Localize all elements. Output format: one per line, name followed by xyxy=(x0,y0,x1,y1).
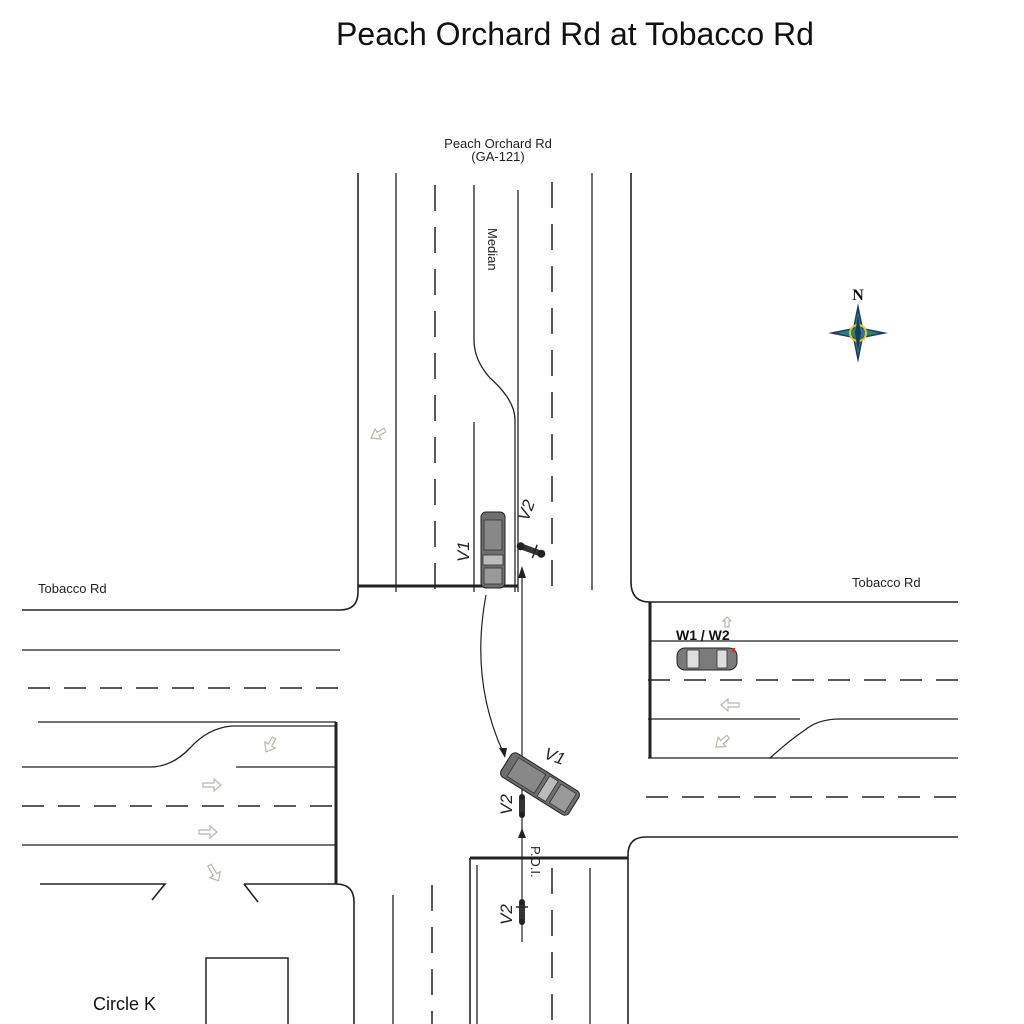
right-arrow-icon xyxy=(198,824,218,840)
left-arrow-icon xyxy=(720,697,740,713)
business-label: Circle K xyxy=(93,994,156,1014)
south-approach-lines xyxy=(392,855,629,1024)
witness-label: W1 / W2 xyxy=(676,627,730,643)
v2-motorcycle-before xyxy=(516,542,546,559)
compass-north-label: N xyxy=(852,287,864,304)
left-turn-arrow-icon xyxy=(370,427,387,440)
v2-motorcycle-after xyxy=(519,794,525,818)
v2-approach-label: V2 xyxy=(497,904,516,925)
west-approach-lines xyxy=(22,649,355,1024)
v2-path-arrowhead xyxy=(518,566,526,578)
left-turn-arrow-icon xyxy=(264,736,277,753)
compass-rose-icon xyxy=(828,303,888,363)
v1-vehicle-after xyxy=(500,752,580,816)
v1-path-line xyxy=(480,594,504,753)
left-arrow-icon xyxy=(721,616,733,628)
road-east-label: Tobacco Rd xyxy=(852,575,921,590)
east-approach-lines xyxy=(627,602,958,856)
u-turn-arrow-icon xyxy=(715,734,731,748)
median-label: Median xyxy=(485,228,500,271)
v2-path-arrowhead xyxy=(518,828,526,838)
poi-label: P.O.I. xyxy=(528,846,543,878)
north-approach-lines xyxy=(22,173,958,611)
diagram-title: Peach Orchard Rd at Tobacco Rd xyxy=(336,16,814,52)
witness-car xyxy=(676,647,738,671)
road-north-route-label: (GA-121) xyxy=(471,149,524,164)
road-west-label: Tobacco Rd xyxy=(38,581,107,596)
v1-path-arrowhead xyxy=(499,748,507,758)
circle-k-building xyxy=(205,957,289,1024)
v2-after-label: V2 xyxy=(497,794,516,815)
v1-vehicle-before xyxy=(480,511,506,589)
right-turn-arrow-icon xyxy=(206,863,222,882)
right-arrow-icon xyxy=(202,777,222,793)
v1-after-label: V1 xyxy=(542,744,568,769)
v1-before-label: V1 xyxy=(454,541,473,562)
road-north-name-label: Peach Orchard Rd xyxy=(444,136,552,151)
v2-motorcycle-approach xyxy=(516,899,528,925)
